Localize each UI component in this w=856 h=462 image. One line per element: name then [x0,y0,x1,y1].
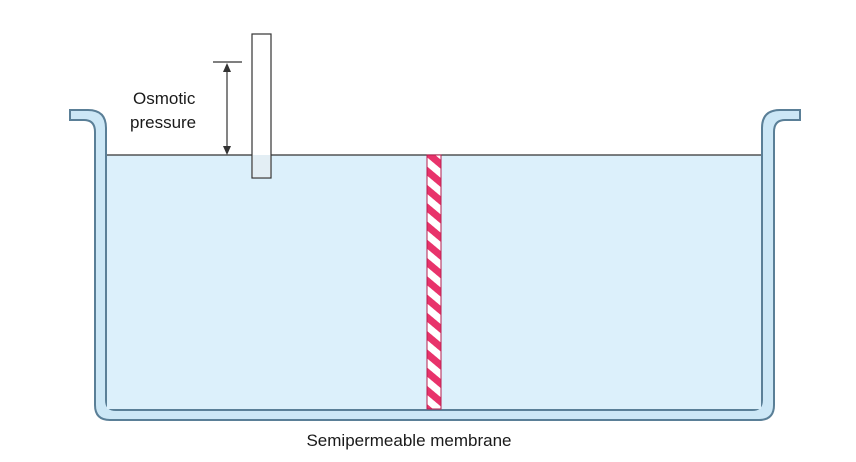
osmotic-label-line1: Osmotic [133,89,196,108]
pressure-arrow-up [223,63,231,72]
tube-liquid [253,155,270,177]
osmotic-label-line2: pressure [130,113,196,132]
membrane-caption: Semipermeable membrane [306,431,511,450]
pressure-tube [251,33,272,179]
semipermeable-membrane [426,154,442,410]
pressure-arrow-down [223,146,231,155]
container-wall [69,109,801,421]
